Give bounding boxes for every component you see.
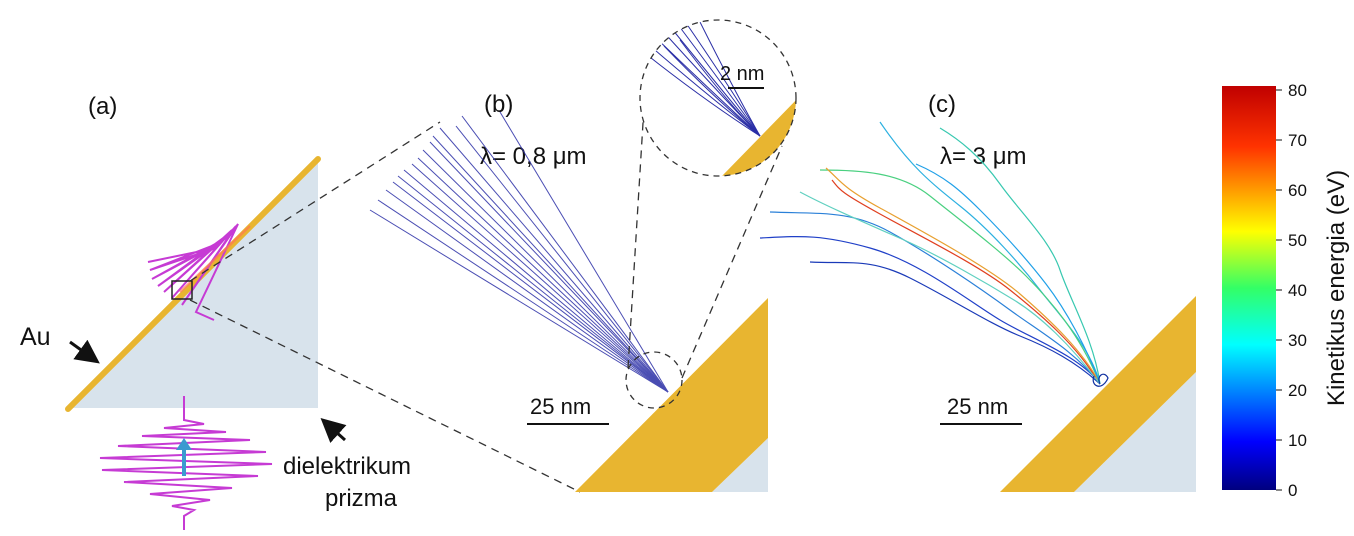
prism-label-line2: prizma xyxy=(325,485,398,512)
colorbar: 80 70 60 50 40 30 20 10 0 Kinetikus ener… xyxy=(1222,81,1350,500)
inset-scale-label: 2 nm xyxy=(720,63,764,85)
panel-a: (a) Au dielektrikum prizma xyxy=(20,93,581,530)
colorbar-tick-60: 60 xyxy=(1288,181,1307,200)
panel-c-trajectories xyxy=(759,121,1109,387)
incident-pulse xyxy=(99,396,273,530)
panel-b-zoom-line-left xyxy=(627,73,647,369)
zoom-line-upper xyxy=(189,121,441,282)
colorbar-tick-50: 50 xyxy=(1288,231,1307,250)
panel-b: (b) λ= 0,8 μm 25 nm xyxy=(369,19,797,492)
panel-c-label: (c) xyxy=(928,91,956,118)
pulse-arrow-head-icon xyxy=(176,438,192,450)
prism-arrow xyxy=(320,417,347,443)
au-label: Au xyxy=(20,323,51,351)
inset-circle xyxy=(639,19,797,177)
panel-c: (c) λ= 3 μm 25 nm xyxy=(759,91,1196,492)
panel-b-inset: 2 nm xyxy=(639,19,797,177)
panel-c-wavelength: λ= 3 μm xyxy=(940,143,1027,170)
colorbar-tick-0: 0 xyxy=(1288,481,1297,500)
au-arrow xyxy=(69,339,100,364)
colorbar-ticks xyxy=(1276,89,1282,491)
panel-c-scale-label: 25 nm xyxy=(947,394,1008,419)
colorbar-tick-30: 30 xyxy=(1288,331,1307,350)
panel-b-label: (b) xyxy=(484,91,513,118)
panel-b-gold-block xyxy=(575,298,768,492)
colorbar-tick-10: 10 xyxy=(1288,431,1307,450)
panel-b-zoom-line-right xyxy=(681,145,783,379)
colorbar-title: Kinetikus energia (eV) xyxy=(1323,170,1350,406)
prism-label-line1: dielektrikum xyxy=(283,453,411,480)
colorbar-tick-80: 80 xyxy=(1288,81,1307,100)
inset-trajectories xyxy=(645,20,761,137)
colorbar-gradient xyxy=(1222,86,1276,490)
panel-c-gold-block xyxy=(1000,296,1196,492)
gold-film xyxy=(65,156,321,412)
zoom-line-lower xyxy=(189,299,581,493)
colorbar-tick-20: 20 xyxy=(1288,381,1307,400)
colorbar-tick-70: 70 xyxy=(1288,131,1307,150)
panel-b-scale-label: 25 nm xyxy=(530,394,591,419)
zoom-region-box xyxy=(171,280,193,300)
panel-b-wavelength: λ= 0,8 μm xyxy=(480,143,587,170)
panel-b-trajectories xyxy=(369,111,669,393)
panel-b-zoom-circle xyxy=(625,351,683,409)
panel-a-label: (a) xyxy=(88,93,117,120)
colorbar-tick-40: 40 xyxy=(1288,281,1307,300)
